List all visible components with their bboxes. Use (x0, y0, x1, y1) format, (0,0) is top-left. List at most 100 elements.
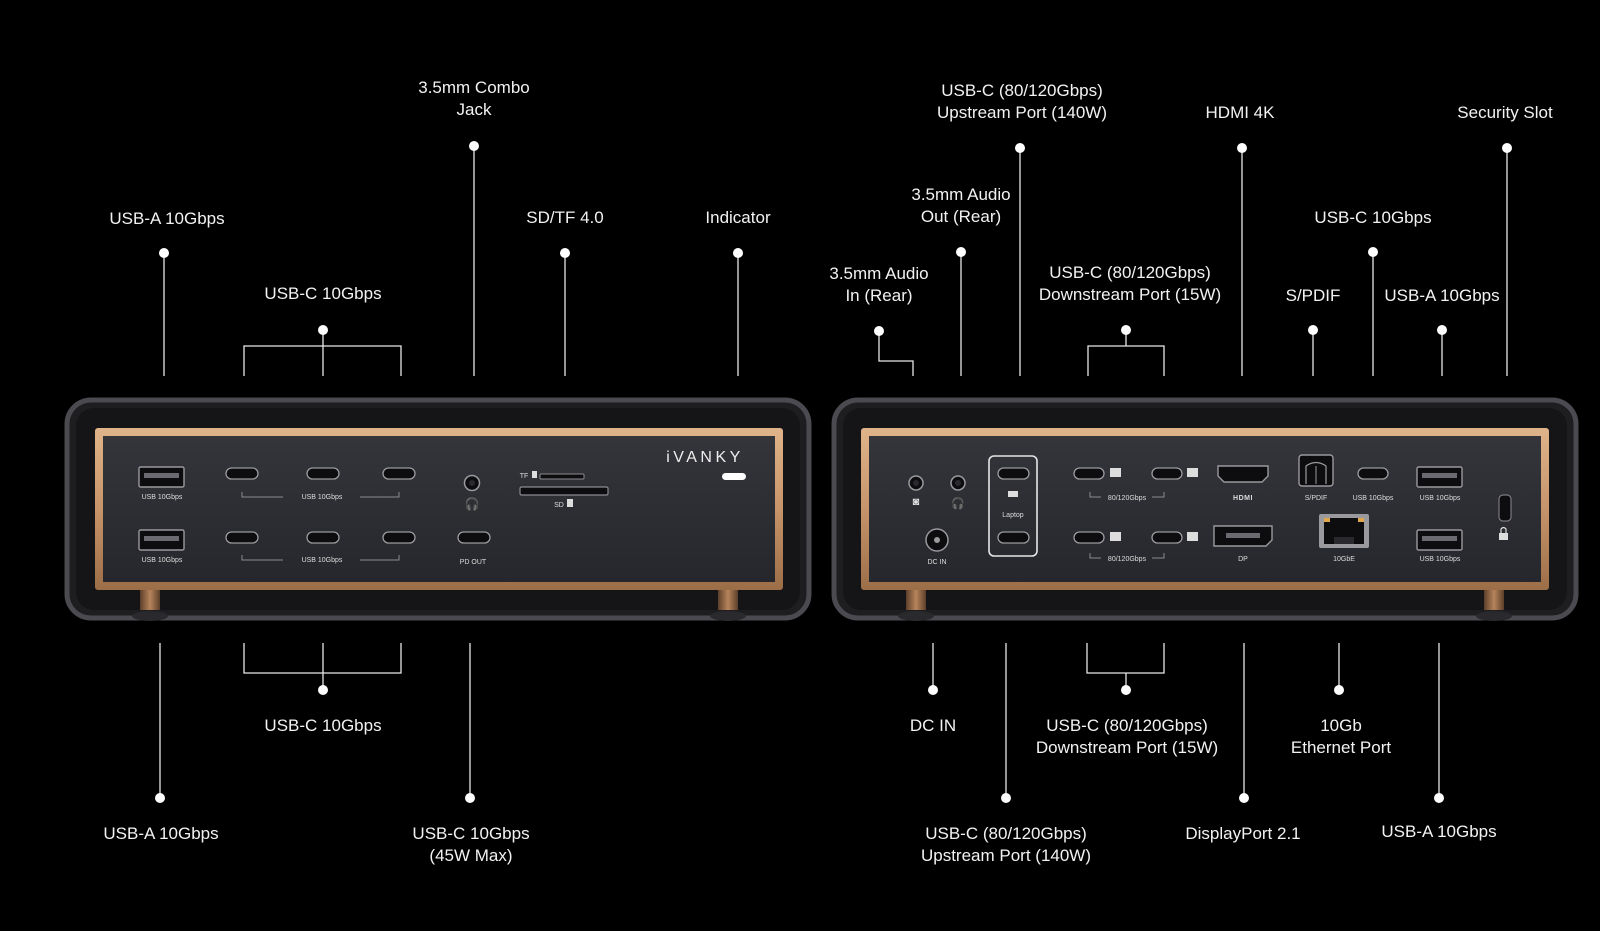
callout-audio-out: 3.5mm Audio Out (Rear) (911, 184, 1010, 228)
combo-jack (463, 474, 481, 492)
microphone-icon: ◙ (913, 496, 920, 508)
port-label: USB 10Gbps (1353, 495, 1394, 502)
leader-lines (159, 146, 1508, 798)
callout-line: DC IN (909, 716, 957, 735)
lock-icon (1499, 526, 1508, 540)
callout-spdif: S/PDIF (1286, 285, 1341, 307)
brand-logo: iVANKY (666, 449, 744, 466)
port-label: PD OUT (460, 559, 487, 566)
callout-usb-c-top: USB-C 10Gbps (264, 283, 381, 305)
callout-line: USB-C (80/120Gbps) (925, 824, 1087, 843)
callout-hdmi: HDMI 4K (1206, 102, 1275, 124)
port-label: USB 10Gbps (302, 494, 343, 501)
port-label: TF (520, 473, 529, 480)
spdif-port (1298, 454, 1334, 487)
callout-usb-c-10: USB-C 10Gbps (1314, 207, 1431, 229)
callout-line: DisplayPort 2.1 (1185, 824, 1301, 843)
hdmi-port (1217, 465, 1269, 483)
callout-displayport: DisplayPort 2.1 (1185, 823, 1300, 845)
callout-line: In (Rear) (845, 286, 913, 305)
callout-line: S/PDIF (1285, 286, 1341, 305)
callout-downstream-top: USB-C (80/120Gbps) Downstream Port (15W) (1039, 262, 1221, 306)
sd-card-icon (567, 499, 573, 507)
display-icon (1110, 468, 1121, 477)
callout-line: Downstream Port (15W) (1035, 738, 1219, 757)
callout-line: (45W Max) (429, 846, 513, 865)
callout-usb-a-top: USB-A 10Gbps (1384, 285, 1499, 307)
port-label: USB 10Gbps (142, 494, 183, 501)
front-usb-c-port (306, 531, 340, 544)
rear-usb-c-port (1357, 467, 1389, 480)
callout-line: USB-C 10Gbps (264, 716, 382, 735)
downstream-port (1073, 467, 1105, 480)
callout-line: USB-C 10Gbps (264, 284, 382, 303)
callout-line: USB-C 10Gbps (412, 824, 530, 843)
port-label: USB 10Gbps (302, 557, 343, 564)
upstream-port (997, 467, 1030, 480)
callout-line: Indicator (705, 208, 771, 227)
callout-upstream-top: USB-C (80/120Gbps) Upstream Port (140W) (937, 80, 1107, 124)
callout-line: 10Gb (1320, 716, 1362, 735)
downstream-port (1073, 531, 1105, 544)
callout-line: Out (Rear) (920, 207, 1002, 226)
laptop-icon (1008, 491, 1018, 497)
leader-dots (155, 141, 1512, 803)
laptop-port-group (988, 455, 1038, 557)
rear-usb-a-port-1 (1416, 466, 1463, 488)
callout-usb-a-top: USB-A 10Gbps (109, 208, 224, 230)
tf-slot (539, 473, 585, 480)
front-pd-out-port (457, 531, 491, 544)
front-usb-c-port (382, 531, 416, 544)
callout-line: USB-C (80/120Gbps) (1046, 716, 1208, 735)
front-usb-a-port-2 (138, 529, 185, 551)
port-label: HDMI (1233, 495, 1253, 502)
front-dock: 🎧 iVANKY USB 10Gbps USB 10Gbps USB 10Gbp… (64, 397, 812, 621)
headphone-icon: 🎧 (465, 497, 480, 511)
front-usb-c-port (225, 467, 259, 480)
callout-line: Downstream Port (15W) (1038, 285, 1222, 304)
callout-line: 3.5mm Audio (829, 264, 929, 283)
port-label: DP (1238, 556, 1248, 563)
callout-line: Upstream Port (140W) (936, 103, 1108, 122)
port-label: USB 10Gbps (142, 557, 183, 564)
callout-combo-jack: 3.5mm Combo Jack (418, 77, 529, 121)
callout-line: USB-A 10Gbps (109, 209, 225, 228)
dc-in-jack (925, 528, 949, 552)
port-label: 80/120Gbps (1108, 556, 1147, 563)
callout-line: HDMI 4K (1205, 103, 1275, 122)
callout-line: Upstream Port (140W) (920, 846, 1092, 865)
callout-line: USB-A 10Gbps (103, 824, 219, 843)
port-label: USB 10Gbps (1420, 556, 1461, 563)
security-slot (1498, 494, 1512, 522)
audio-in-jack (908, 475, 924, 491)
port-label: S/PDIF (1305, 495, 1328, 502)
callout-ethernet: 10Gb Ethernet Port (1291, 715, 1391, 759)
callout-line: USB-C (80/120Gbps) (1049, 263, 1211, 282)
callout-upstream-bottom: USB-C (80/120Gbps) Upstream Port (140W) (921, 823, 1091, 867)
upstream-port (997, 531, 1030, 544)
callout-line: 3.5mm Combo (418, 78, 530, 97)
port-label: USB 10Gbps (1420, 495, 1461, 502)
callout-dc-in: DC IN (910, 715, 956, 737)
callout-line: Ethernet Port (1290, 738, 1392, 757)
callout-security: Security Slot (1457, 102, 1552, 124)
front-usb-c-port (382, 467, 416, 480)
callout-line: Jack (456, 100, 492, 119)
port-label: 80/120Gbps (1108, 495, 1147, 502)
downstream-port (1151, 467, 1183, 480)
callout-line: USB-C 10Gbps (1314, 208, 1432, 227)
callout-indicator: Indicator (705, 207, 770, 229)
downstream-port (1151, 531, 1183, 544)
callout-line: USB-C (80/120Gbps) (941, 81, 1103, 100)
display-icon (1187, 532, 1198, 541)
callout-line: 3.5mm Audio (911, 185, 1011, 204)
callout-line: SD/TF 4.0 (526, 208, 604, 227)
indicator-light (722, 473, 746, 480)
ethernet-port (1319, 514, 1369, 548)
port-label: DC IN (927, 559, 946, 566)
callout-downstream-bottom: USB-C (80/120Gbps) Downstream Port (15W) (1036, 715, 1218, 759)
callout-usb-a-bottom: USB-A 10Gbps (1381, 821, 1496, 843)
callout-usb-a-bottom: USB-A 10Gbps (103, 823, 218, 845)
